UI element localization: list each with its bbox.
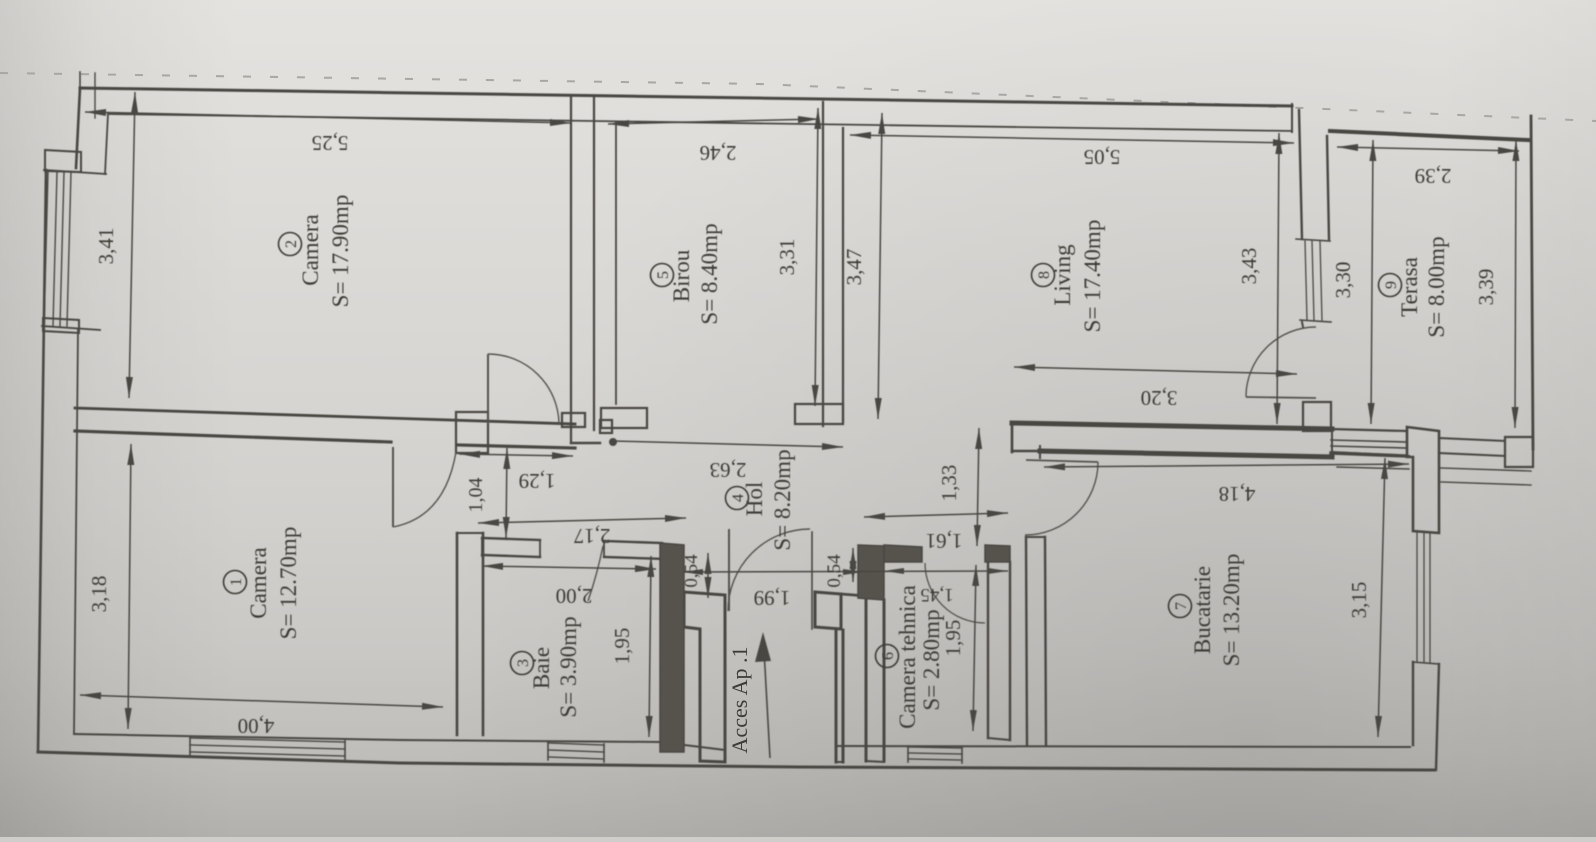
svg-text:1,33: 1,33 xyxy=(937,465,961,502)
svg-text:1,99: 1,99 xyxy=(754,586,791,610)
svg-text:Camera: Camera xyxy=(246,547,271,619)
svg-text:2,46: 2,46 xyxy=(700,141,737,165)
svg-text:8: 8 xyxy=(1036,271,1053,279)
svg-text:Acces Ap .1: Acces Ap .1 xyxy=(727,647,752,754)
svg-text:4: 4 xyxy=(730,494,747,502)
svg-text:6: 6 xyxy=(880,652,897,660)
svg-text:2,63: 2,63 xyxy=(710,458,747,482)
svg-text:S= 17.90mp: S= 17.90mp xyxy=(328,195,353,308)
svg-text:5: 5 xyxy=(655,271,672,279)
svg-text:Camera tehnica: Camera tehnica xyxy=(895,585,920,729)
svg-text:3,43: 3,43 xyxy=(1237,248,1261,285)
svg-text:2,17: 2,17 xyxy=(574,524,611,548)
svg-text:1,29: 1,29 xyxy=(519,469,556,493)
svg-text:3,15: 3,15 xyxy=(1347,582,1371,619)
svg-text:3,18: 3,18 xyxy=(87,576,111,613)
svg-text:S= 12.70mp: S= 12.70mp xyxy=(276,527,301,640)
svg-text:1: 1 xyxy=(228,578,245,586)
svg-text:5,05: 5,05 xyxy=(1084,145,1121,169)
svg-text:Birou: Birou xyxy=(669,249,694,302)
svg-text:3,41: 3,41 xyxy=(94,228,118,265)
svg-text:1,04: 1,04 xyxy=(465,478,487,513)
svg-text:3,31: 3,31 xyxy=(775,239,799,276)
svg-text:0,54: 0,54 xyxy=(681,554,702,588)
svg-text:S= 8.40mp: S= 8.40mp xyxy=(697,223,722,324)
svg-text:S= 2.80mp: S= 2.80mp xyxy=(919,609,944,710)
svg-text:1,61: 1,61 xyxy=(926,529,963,553)
svg-text:3,30: 3,30 xyxy=(1331,262,1355,299)
svg-text:S= 8.00mp: S= 8.00mp xyxy=(1424,236,1449,337)
svg-text:Living: Living xyxy=(1050,244,1075,306)
svg-text:5,25: 5,25 xyxy=(312,131,349,155)
svg-text:Camera: Camera xyxy=(298,214,323,286)
svg-text:3,20: 3,20 xyxy=(1141,386,1178,410)
svg-text:2: 2 xyxy=(283,240,300,248)
svg-text:3,39: 3,39 xyxy=(1474,269,1498,306)
svg-text:9: 9 xyxy=(1383,281,1400,289)
svg-text:2,39: 2,39 xyxy=(1415,164,1452,188)
svg-text:S= 17.40mp: S= 17.40mp xyxy=(1080,220,1105,333)
svg-text:4,00: 4,00 xyxy=(238,714,275,738)
svg-text:Hol: Hol xyxy=(742,482,767,517)
svg-text:S= 8.20mp: S= 8.20mp xyxy=(770,449,795,550)
svg-text:Bucatarie: Bucatarie xyxy=(1190,566,1215,654)
svg-text:7: 7 xyxy=(1173,602,1190,610)
svg-text:2,00: 2,00 xyxy=(556,584,593,608)
svg-text:0,54: 0,54 xyxy=(824,554,845,588)
svg-text:S= 13.20mp: S= 13.20mp xyxy=(1219,554,1244,667)
svg-text:1,95: 1,95 xyxy=(941,620,965,657)
svg-text:Baie: Baie xyxy=(529,647,554,689)
svg-text:3,47: 3,47 xyxy=(842,249,866,286)
svg-text:4,18: 4,18 xyxy=(1219,482,1256,506)
svg-text:3: 3 xyxy=(515,659,532,667)
svg-text:Terasa: Terasa xyxy=(1397,257,1422,317)
svg-text:S= 3.90mp: S= 3.90mp xyxy=(556,616,581,717)
svg-text:1,95: 1,95 xyxy=(610,628,634,665)
svg-text:1,45: 1,45 xyxy=(920,584,953,605)
